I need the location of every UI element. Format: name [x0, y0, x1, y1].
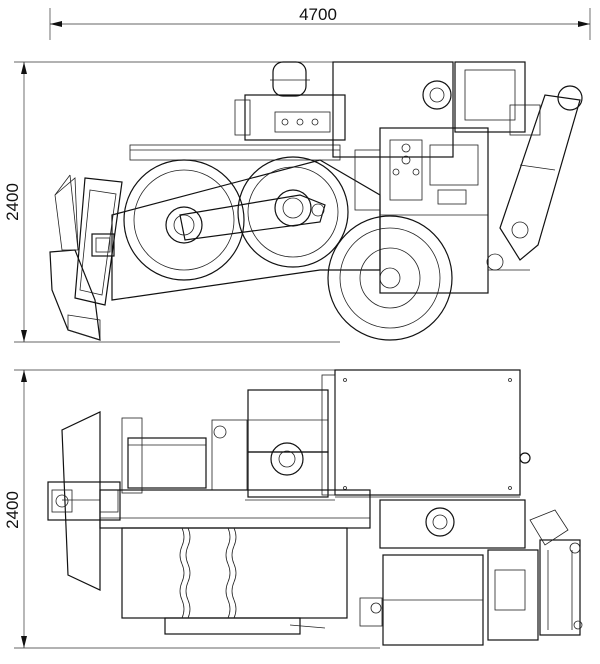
dimension-top-height: 2400: [3, 369, 380, 649]
top-view: [47, 369, 583, 646]
dimension-side-height: 2400: [3, 61, 340, 343]
side-view: [49, 61, 583, 341]
dimension-width: 4700: [49, 5, 591, 40]
top-height-dimension-label: 2400: [3, 491, 22, 529]
width-dimension-label: 4700: [299, 5, 337, 24]
side-height-dimension-label: 2400: [3, 183, 22, 221]
